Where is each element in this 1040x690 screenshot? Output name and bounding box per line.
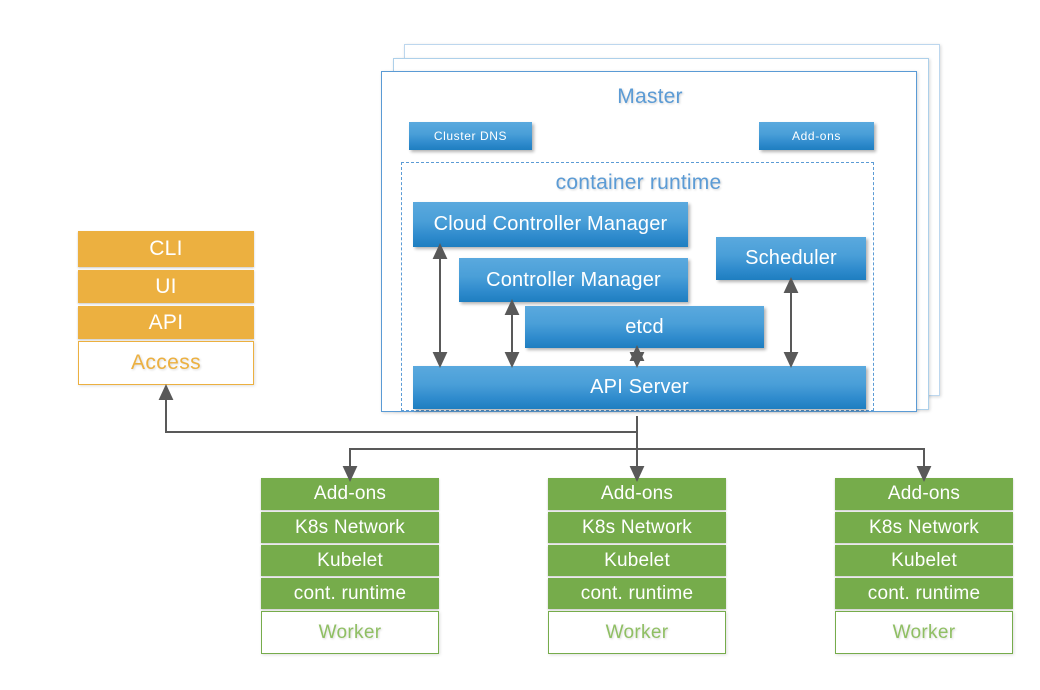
worker-row-k8s-network[interactable]: K8s Network xyxy=(548,512,726,543)
worker-row-k8s-network[interactable]: K8s Network xyxy=(835,512,1013,543)
worker-node-1: Add-ons K8s Network Kubelet cont. runtim… xyxy=(261,478,439,657)
controller-manager-box[interactable]: Controller Manager xyxy=(459,258,688,302)
access-footer-label: Access xyxy=(78,341,254,385)
access-row-api[interactable]: API xyxy=(78,306,254,339)
worker-node-2: Add-ons K8s Network Kubelet cont. runtim… xyxy=(548,478,726,657)
worker-footer-label: Worker xyxy=(835,611,1013,654)
cloud-controller-manager-box[interactable]: Cloud Controller Manager xyxy=(413,202,688,247)
worker-node-3: Add-ons K8s Network Kubelet cont. runtim… xyxy=(835,478,1013,657)
container-runtime-title: container runtime xyxy=(555,171,722,194)
master-card: Master Cluster DNS Add-ons container run… xyxy=(381,71,917,412)
worker-row-addons[interactable]: Add-ons xyxy=(548,478,726,510)
access-row-ui[interactable]: UI xyxy=(78,270,254,303)
arrow-apiserver-to-worker-3 xyxy=(637,448,932,482)
etcd-box[interactable]: etcd xyxy=(525,306,764,348)
worker-row-cont-runtime[interactable]: cont. runtime xyxy=(835,578,1013,609)
scheduler-box[interactable]: Scheduler xyxy=(716,237,866,280)
worker-row-k8s-network[interactable]: K8s Network xyxy=(261,512,439,543)
worker-row-kubelet[interactable]: Kubelet xyxy=(261,545,439,576)
worker-row-addons[interactable]: Add-ons xyxy=(261,478,439,510)
access-panel: CLI UI API Access xyxy=(78,231,254,393)
worker-row-cont-runtime[interactable]: cont. runtime xyxy=(261,578,439,609)
worker-row-kubelet[interactable]: Kubelet xyxy=(835,545,1013,576)
api-server-box[interactable]: API Server xyxy=(413,366,866,409)
worker-footer-label: Worker xyxy=(548,611,726,654)
worker-row-kubelet[interactable]: Kubelet xyxy=(548,545,726,576)
worker-row-cont-runtime[interactable]: cont. runtime xyxy=(548,578,726,609)
access-row-cli[interactable]: CLI xyxy=(78,231,254,267)
master-title: Master xyxy=(617,85,683,108)
cluster-dns-box[interactable]: Cluster DNS xyxy=(409,122,532,150)
worker-row-addons[interactable]: Add-ons xyxy=(835,478,1013,510)
connector-apiserver-worker-bus xyxy=(342,416,638,482)
worker-footer-label: Worker xyxy=(261,611,439,654)
master-addons-box[interactable]: Add-ons xyxy=(759,122,874,150)
